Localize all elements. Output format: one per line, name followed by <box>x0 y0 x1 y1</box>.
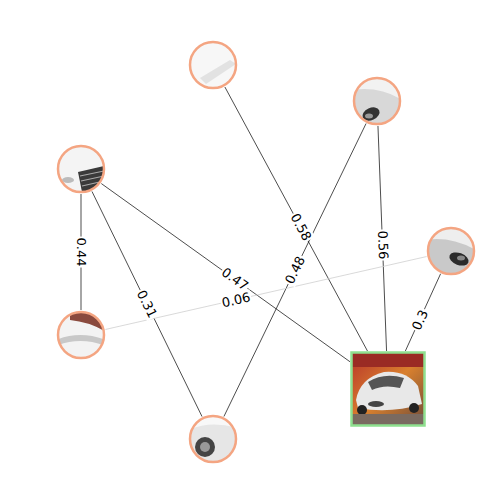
edge-weight: 0.56 <box>374 229 390 261</box>
image-patch <box>56 144 106 194</box>
node-outline <box>188 40 238 90</box>
image-circle <box>56 144 106 194</box>
image-circle <box>188 414 238 464</box>
edge-weight: 0.48 <box>281 253 308 287</box>
node-outline <box>188 414 238 464</box>
image-box <box>350 351 426 427</box>
node-outline <box>426 226 476 276</box>
edge-weight: 0.58 <box>287 210 315 244</box>
edge-weight: 0.44 <box>74 237 89 268</box>
similarity-edge <box>224 123 366 416</box>
circle-outline <box>58 312 104 358</box>
circle-outline <box>354 78 400 124</box>
image-circle <box>56 310 106 360</box>
similarity-edge <box>101 184 350 362</box>
edge-weight: 0.06 <box>220 289 254 310</box>
image-patch <box>426 226 476 276</box>
edge-weight: 0.31 <box>133 287 160 321</box>
image-patch <box>188 414 238 464</box>
circle-outline <box>58 146 104 192</box>
node-outline <box>56 310 106 360</box>
car-photo <box>352 353 425 426</box>
similarity-edge <box>405 274 440 351</box>
circle-outline <box>428 228 474 274</box>
node-outline <box>352 76 402 126</box>
node-outline <box>350 351 426 427</box>
image-patch <box>352 76 402 126</box>
square-outline <box>352 353 425 426</box>
edge-weight: 0.3 <box>408 307 431 334</box>
image-patch <box>56 310 106 360</box>
similarity-edge <box>92 191 202 416</box>
circle-outline <box>190 42 236 88</box>
similarity-edge <box>225 87 368 351</box>
circle-outline <box>190 416 236 462</box>
node-outline <box>56 144 106 194</box>
image-patch <box>188 40 238 90</box>
similarity-edge <box>105 257 426 330</box>
image-circle <box>352 76 402 126</box>
image-circle <box>426 226 476 276</box>
image-circle <box>188 40 238 90</box>
